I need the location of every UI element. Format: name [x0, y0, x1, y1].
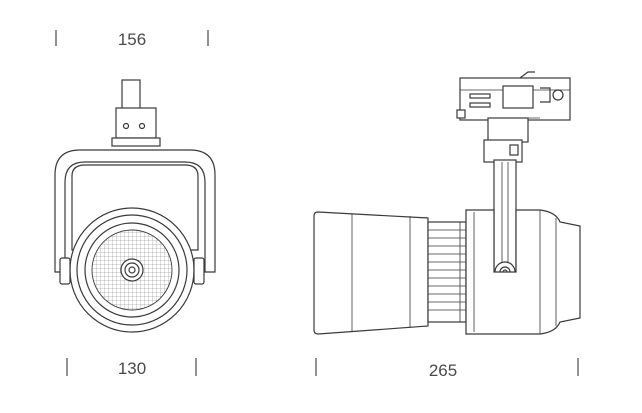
front-view: [54, 79, 216, 333]
screw-icon: [122, 122, 130, 130]
track-adapter-side: [456, 71, 571, 163]
dimension-label-156: 156: [118, 30, 146, 49]
screw-icon: [138, 122, 146, 130]
dimension-label-265: 265: [429, 361, 457, 380]
lens-housing-side: [313, 211, 429, 335]
side-view: [313, 71, 581, 335]
dimension-label-130: 130: [118, 359, 146, 378]
dimension-top-156: 156: [55, 30, 209, 49]
support-arm: [493, 159, 517, 283]
driver-housing-side: [465, 209, 581, 335]
led-module: [120, 258, 144, 282]
heatsink-fins: [427, 221, 467, 323]
lamp-head-front: [59, 164, 205, 333]
yoke-bracket: [54, 149, 216, 273]
track-adapter-stem: [111, 79, 161, 147]
dimension-side-265: 265: [315, 358, 579, 380]
dimension-bottom-130: 130: [66, 358, 197, 378]
adapter-knob-icon: [552, 89, 564, 101]
